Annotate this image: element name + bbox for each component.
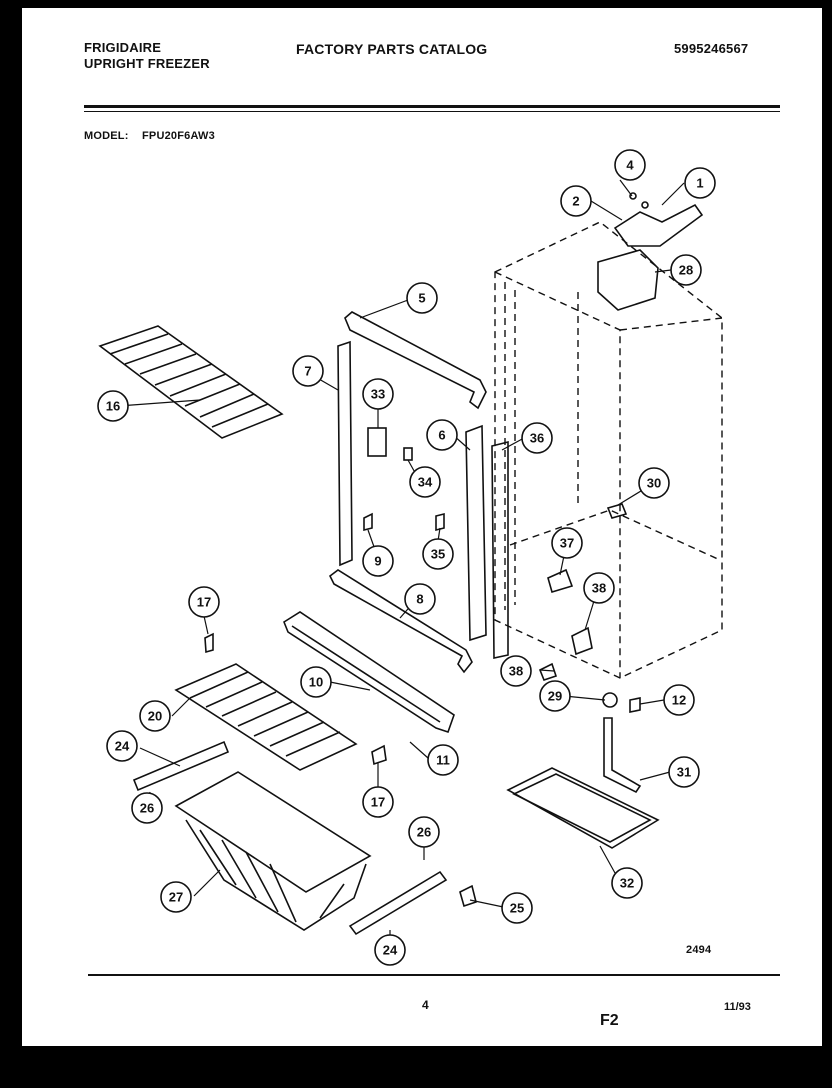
svg-text:30: 30	[647, 476, 661, 491]
svg-text:24: 24	[383, 943, 398, 958]
page-number: 4	[422, 998, 429, 1012]
callout-27: 27	[160, 881, 192, 913]
callout-24-right: 24	[374, 934, 406, 966]
svg-text:8: 8	[416, 592, 423, 607]
svg-text:1: 1	[696, 176, 703, 191]
svg-text:35: 35	[431, 547, 445, 562]
callout-12: 12	[663, 684, 695, 716]
callout-17-lower: 17	[362, 786, 394, 818]
model-label: MODEL:	[84, 130, 129, 142]
product-name: UPRIGHT FREEZER	[84, 56, 210, 71]
callout-leaders	[117, 179, 685, 948]
callout-33: 34	[409, 466, 441, 498]
svg-text:27: 27	[169, 890, 183, 905]
svg-text:29: 29	[548, 689, 562, 704]
figure-number: 2494	[686, 944, 712, 956]
svg-text:10: 10	[309, 675, 323, 690]
small-fasteners	[204, 503, 641, 908]
brand-name: FRIGIDAIRE	[84, 40, 162, 55]
upper-wire-shelf	[98, 325, 284, 439]
door-gasket-top	[344, 311, 487, 410]
door-gasket-right	[465, 424, 509, 659]
catalog-number: 5995246567	[674, 41, 749, 56]
svg-text:33: 33	[371, 387, 385, 402]
drain-tube	[602, 692, 642, 794]
svg-text:34: 34	[418, 475, 433, 490]
callout-34: 35	[422, 538, 454, 570]
header-rule-thin	[84, 111, 780, 112]
callout-38: 38	[500, 655, 532, 687]
svg-text:25: 25	[510, 901, 524, 916]
print-date: 11/93	[724, 1001, 751, 1013]
callout-30: 31	[668, 756, 700, 788]
door-gasket-bottom	[328, 569, 473, 674]
basket-rail-left	[132, 740, 230, 792]
svg-text:11: 11	[436, 753, 450, 768]
callout-11: 11	[427, 744, 459, 776]
svg-text:26: 26	[140, 801, 154, 816]
callout-31: 32	[611, 867, 643, 899]
svg-text:16: 16	[106, 399, 120, 414]
callout-7: 7	[292, 355, 324, 387]
callout-36: 37	[551, 527, 583, 559]
callout-1: 1	[684, 167, 716, 199]
callout-29: 30	[638, 467, 670, 499]
callouts: 1 2 28 4 5 6 7 8 9 10 11 12 16 17 17 20 …	[97, 149, 716, 966]
callout-10: 10	[300, 666, 332, 698]
svg-text:4: 4	[626, 158, 634, 173]
callout-32: 33	[362, 378, 394, 410]
svg-text:9: 9	[374, 554, 381, 569]
callout-17-upper: 17	[188, 586, 220, 618]
svg-text:32: 32	[620, 876, 634, 891]
svg-text:7: 7	[304, 364, 311, 379]
door-switch-parts	[363, 427, 445, 532]
callout-35: 36	[521, 422, 553, 454]
callout-24-left: 24	[106, 730, 138, 762]
svg-text:17: 17	[197, 595, 211, 610]
svg-text:31: 31	[677, 765, 691, 780]
svg-text:17: 17	[371, 795, 385, 810]
footer-rule	[88, 974, 780, 976]
callout-4: 4	[614, 149, 646, 181]
callout-8: 8	[404, 583, 436, 615]
callout-3: 28	[670, 254, 702, 286]
callout-6: 6	[426, 419, 458, 451]
wire-basket	[174, 771, 372, 931]
kickplate	[283, 611, 455, 734]
cabinet-outline	[494, 221, 723, 679]
callout-9: 9	[362, 545, 394, 577]
svg-text:12: 12	[672, 693, 686, 708]
callout-26-right: 26	[408, 816, 440, 848]
svg-text:26: 26	[417, 825, 431, 840]
callout-25: 25	[501, 892, 533, 924]
callout-16: 16	[97, 390, 129, 422]
door-gasket-left	[337, 340, 353, 567]
svg-text:36: 36	[530, 431, 544, 446]
callout-2: 2	[560, 185, 592, 217]
callout-5: 5	[406, 282, 438, 314]
callout-20: 20	[139, 700, 171, 732]
callout-26-left: 26	[131, 792, 163, 824]
svg-text:38: 38	[509, 664, 523, 679]
svg-text:2: 2	[572, 194, 579, 209]
section-code: F2	[600, 1012, 619, 1029]
callout-28: 29	[539, 680, 571, 712]
svg-text:5: 5	[418, 291, 425, 306]
callout-37: 38	[583, 572, 615, 604]
svg-text:6: 6	[438, 428, 445, 443]
basket-rail-right	[348, 870, 448, 936]
svg-text:37: 37	[560, 536, 574, 551]
svg-text:28: 28	[679, 263, 693, 278]
drain-pan	[506, 767, 660, 849]
model-number: FPU20F6AW3	[142, 130, 215, 142]
svg-text:20: 20	[148, 709, 162, 724]
svg-text:38: 38	[592, 581, 606, 596]
lower-wire-shelf	[174, 663, 358, 771]
header-rule-thick	[84, 105, 780, 108]
top-hinge-assembly	[597, 192, 704, 311]
catalog-title: FACTORY PARTS CATALOG	[296, 41, 488, 57]
svg-text:24: 24	[115, 739, 130, 754]
